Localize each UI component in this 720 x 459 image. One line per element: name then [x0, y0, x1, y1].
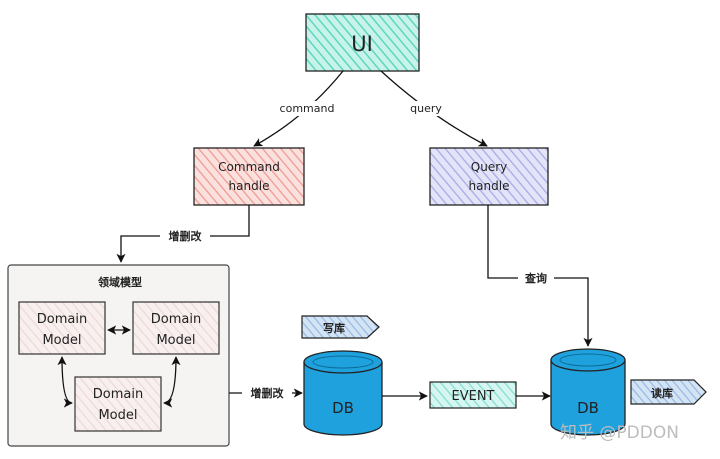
domain-model-2-line2: Model — [156, 333, 195, 348]
crud-edge-bottom: 增删改 — [229, 386, 303, 401]
domain-model-1: Domain Model — [18, 301, 106, 355]
read-db-tag: 读库 — [630, 379, 707, 405]
domain-model-3-line1: Domain — [93, 387, 143, 402]
query-handle-node: Query handle — [429, 147, 549, 206]
command-handle-label-line1: Command — [218, 160, 280, 174]
crud-edge-top-label: 增删改 — [169, 229, 203, 243]
write-db-label: DB — [332, 399, 354, 417]
write-db-tag: 写库 — [301, 315, 380, 339]
query-handle-label-line1: Query — [471, 160, 507, 174]
lookup-edge: 查询 — [487, 205, 593, 347]
domain-model-3-line2: Model — [98, 408, 137, 423]
domain-area: 领域模型 Domain Model Domain Model Domain Mo… — [7, 264, 230, 447]
lookup-edge-label: 查询 — [525, 271, 547, 285]
query-edge-label: query — [410, 102, 442, 115]
query-edge: query — [380, 70, 488, 147]
command-edge: command — [253, 70, 344, 147]
event-node: EVENT — [429, 381, 517, 409]
command-handle-label-line2: handle — [229, 179, 270, 193]
query-handle-label-line2: handle — [469, 179, 510, 193]
read-db-label: DB — [577, 399, 599, 417]
event-node-label: EVENT — [452, 389, 495, 404]
write-db: DB — [303, 350, 383, 436]
domain-model-1-line2: Model — [42, 333, 81, 348]
read-db: DB — [550, 348, 626, 436]
command-handle-node: Command handle — [193, 147, 305, 206]
ui-node: UI — [305, 13, 420, 72]
domain-area-title: 领域模型 — [97, 275, 142, 289]
domain-model-2-line1: Domain — [151, 312, 201, 327]
domain-model-3: Domain Model — [74, 376, 162, 432]
watermark: 知乎 @PDDON — [560, 423, 679, 443]
ui-node-label: UI — [351, 32, 373, 56]
write-db-tag-label: 写库 — [323, 321, 345, 335]
crud-edge-top: 增删改 — [116, 205, 250, 263]
domain-model-2: Domain Model — [132, 301, 220, 355]
crud-edge-bottom-label: 增删改 — [251, 386, 285, 400]
domain-link-2-3 — [163, 356, 181, 408]
read-db-tag-label: 读库 — [651, 386, 673, 400]
domain-link-1-3 — [57, 356, 73, 408]
command-edge-label: command — [280, 102, 335, 115]
domain-model-1-line1: Domain — [37, 312, 87, 327]
